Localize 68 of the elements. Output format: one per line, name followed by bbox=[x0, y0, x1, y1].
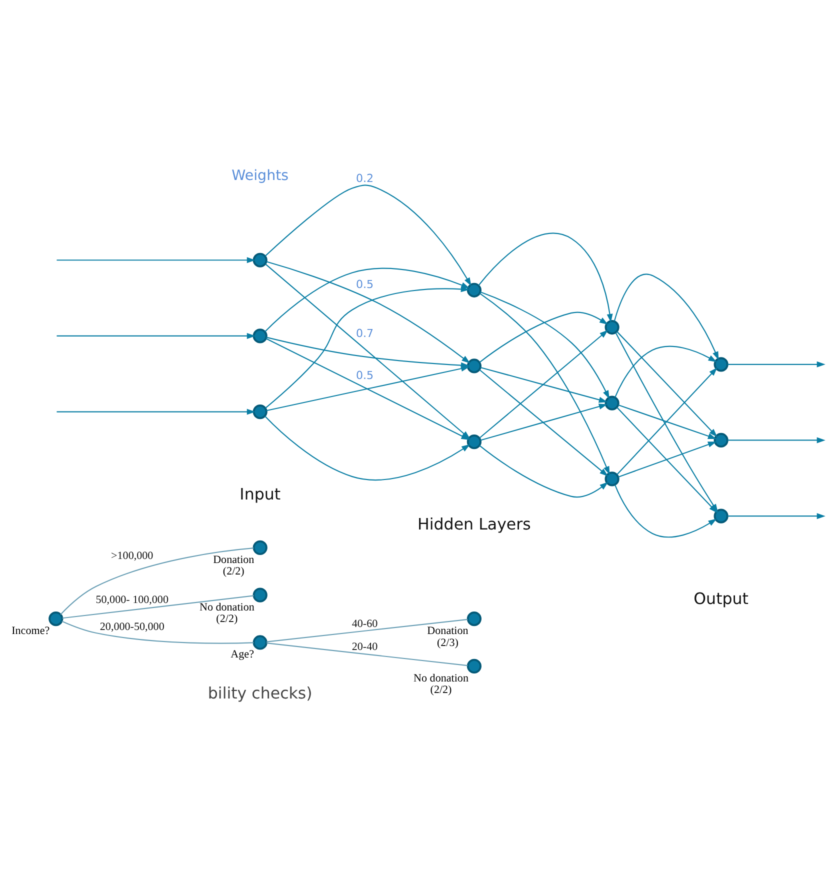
arrow bbox=[479, 329, 608, 438]
label: Output bbox=[694, 588, 749, 608]
connector bbox=[266, 642, 468, 666]
arrow bbox=[56, 408, 256, 414]
connector bbox=[266, 618, 468, 642]
edge-label: 0.7 bbox=[356, 326, 374, 340]
edge-label: >100,000 bbox=[111, 549, 154, 562]
node-circle bbox=[714, 508, 728, 523]
edge-label: 20,000-50,000 bbox=[100, 620, 164, 632]
edge-label: 0.5 bbox=[356, 277, 374, 290]
node-circle bbox=[714, 432, 728, 448]
node-circle bbox=[252, 634, 268, 650]
arrow bbox=[480, 366, 608, 402]
edge-label: 0.5 bbox=[356, 368, 374, 382]
node-circle bbox=[466, 358, 482, 373]
arrow bbox=[264, 267, 470, 332]
node-label: Income? bbox=[12, 624, 50, 636]
node-circle bbox=[252, 328, 268, 343]
arrow bbox=[618, 404, 717, 438]
node-circle bbox=[466, 434, 482, 449]
connector bbox=[62, 594, 254, 618]
node-circle bbox=[466, 658, 482, 673]
node-label: No donation (2/2) bbox=[199, 600, 254, 625]
node-circle bbox=[48, 610, 64, 626]
edge-label: 50,000- 100,000 bbox=[96, 594, 168, 606]
node-circle bbox=[252, 252, 268, 267]
arrow bbox=[478, 232, 613, 322]
arrow bbox=[480, 291, 610, 398]
node-circle bbox=[466, 282, 482, 297]
arrow bbox=[479, 311, 608, 362]
node-circle bbox=[714, 356, 728, 372]
node-circle bbox=[252, 540, 268, 554]
arrow bbox=[618, 441, 717, 477]
node-circle bbox=[604, 319, 620, 334]
arrow bbox=[266, 365, 470, 411]
arrow bbox=[479, 368, 608, 476]
connector bbox=[62, 620, 254, 644]
label: Weights bbox=[232, 167, 289, 184]
arrow bbox=[728, 360, 826, 367]
edge-label: 20-40 bbox=[352, 640, 378, 652]
arrow bbox=[614, 345, 717, 398]
edge-label: 40-60 bbox=[352, 617, 378, 630]
arrow bbox=[616, 367, 718, 474]
arrow bbox=[266, 260, 470, 363]
arrow bbox=[614, 273, 719, 360]
node-label: No donation (2/2) bbox=[414, 672, 468, 696]
connector bbox=[60, 547, 254, 614]
arrow bbox=[56, 256, 256, 263]
arrow bbox=[264, 184, 472, 286]
node-label: Donation (2/3) bbox=[427, 624, 468, 648]
node-circle bbox=[466, 610, 482, 626]
node-circle bbox=[252, 587, 268, 602]
arrow bbox=[616, 330, 718, 437]
node-label: Age? bbox=[230, 648, 254, 660]
label: bility checks) bbox=[208, 683, 312, 702]
arrow bbox=[480, 403, 608, 440]
node-circle bbox=[604, 471, 620, 486]
label: Input bbox=[240, 484, 281, 503]
arrow bbox=[56, 332, 256, 338]
label: Hidden Layers bbox=[418, 514, 531, 534]
arrow bbox=[728, 436, 826, 443]
edge-label: 0.2 bbox=[356, 172, 374, 185]
node-label: Donation (2/2) bbox=[213, 553, 254, 578]
node-circle bbox=[252, 404, 268, 419]
node-circle bbox=[604, 395, 620, 410]
arrow bbox=[728, 512, 826, 519]
arrow bbox=[479, 444, 608, 498]
arrow bbox=[479, 292, 610, 474]
